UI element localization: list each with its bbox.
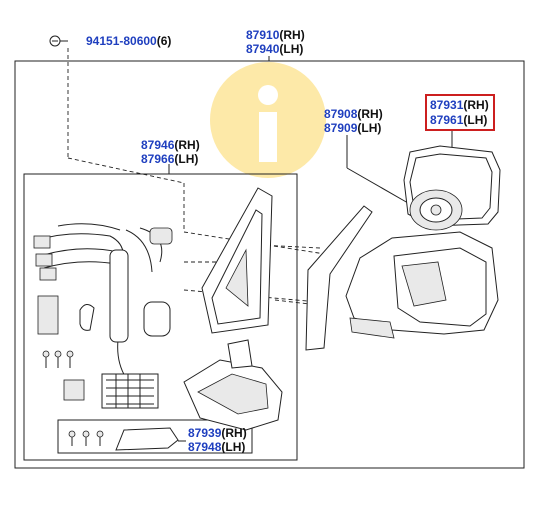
svg-text:87946(RH): 87946(RH) <box>141 138 200 152</box>
mirror-actuator <box>409 189 463 231</box>
label-sub-assembly[interactable]: 87946(RH) 87966(LH) <box>141 138 200 166</box>
label-cover[interactable]: 87939(RH) 87948(LH) <box>188 426 247 454</box>
cover-parts <box>68 427 179 451</box>
svg-text:94151-80600(6): 94151-80600(6) <box>86 34 171 48</box>
small-parts <box>37 295 95 401</box>
mirror-housing <box>305 205 499 351</box>
svg-text:87908(RH): 87908(RH) <box>324 107 383 121</box>
svg-text:87961(LH): 87961(LH) <box>430 113 487 127</box>
wire-harness <box>33 223 173 409</box>
cover-frame <box>57 419 253 454</box>
svg-text:87948(LH): 87948(LH) <box>188 440 245 454</box>
label-mirror-assy[interactable]: 87910(RH) 87940(LH) <box>246 28 305 56</box>
mirror-base-bracket <box>201 187 273 334</box>
label-outer-mirror[interactable]: 87908(RH) 87909(LH) <box>324 107 383 135</box>
retainer-bracket <box>183 339 283 431</box>
info-icon <box>210 62 326 178</box>
svg-text:87939(RH): 87939(RH) <box>188 426 247 440</box>
highlight-box <box>425 94 495 131</box>
leader-lines <box>168 56 453 442</box>
svg-text:87940(LH): 87940(LH) <box>246 42 303 56</box>
sub-assembly-frame <box>23 173 298 461</box>
svg-text:87931(RH): 87931(RH) <box>430 98 489 112</box>
screw-icon <box>49 35 68 47</box>
svg-text:87909(LH): 87909(LH) <box>324 121 381 135</box>
svg-text:87966(LH): 87966(LH) <box>141 152 198 166</box>
label-mirror-glass[interactable]: 87931(RH) 87961(LH) <box>425 94 495 131</box>
svg-text:87910(RH): 87910(RH) <box>246 28 305 42</box>
label-screw[interactable]: 94151-80600(6) <box>86 34 171 48</box>
